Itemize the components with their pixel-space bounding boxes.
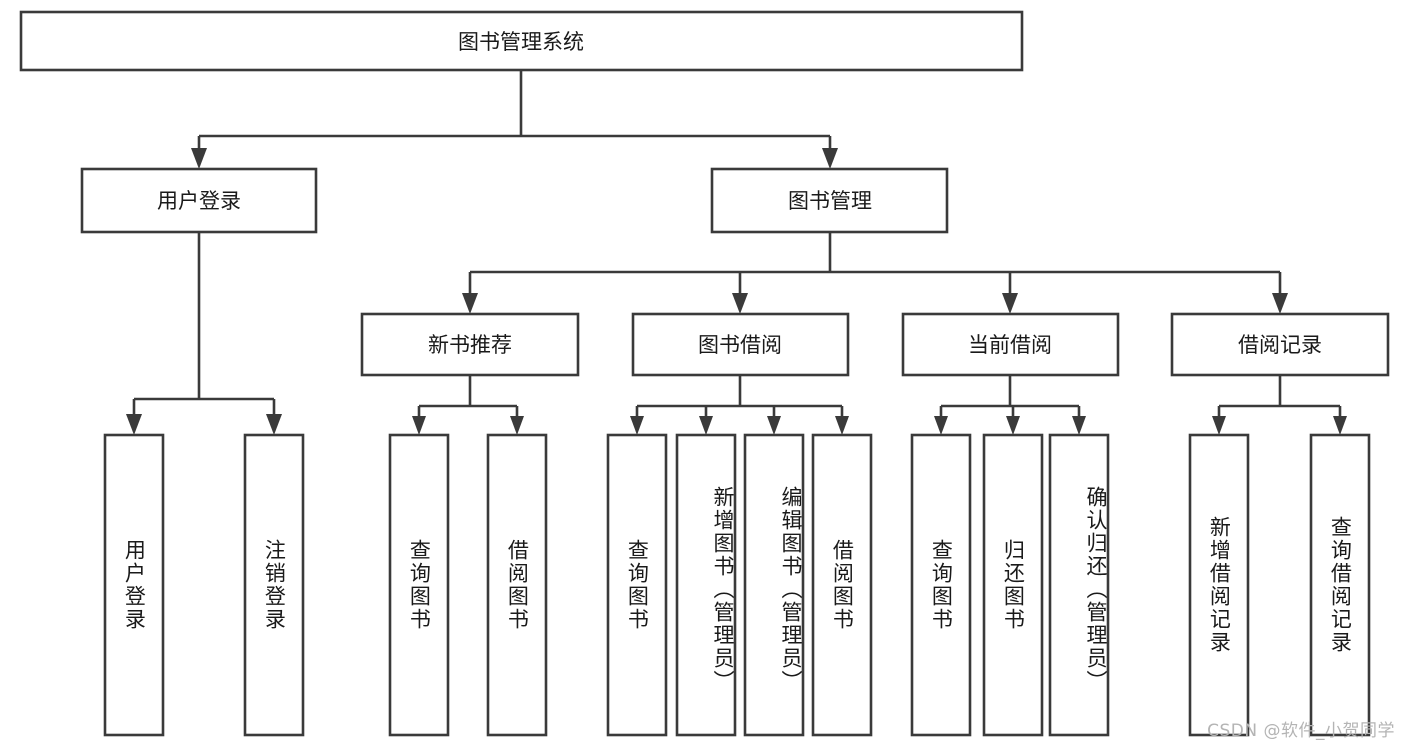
connector-root-to-level2 <box>197 70 832 158</box>
arrowhead-to-leaf-query-book-borrow <box>630 416 644 435</box>
arrowhead-to-borrow-record <box>1272 293 1288 314</box>
arrowhead-to-leaf-edit-book <box>767 416 781 435</box>
leaf-confirm-return-box[interactable] <box>1048 433 1110 737</box>
csdn-watermark: CSDN @软件_小贺同学 <box>1207 721 1395 741</box>
leaf-add-book-box[interactable] <box>675 433 737 737</box>
arrowhead-to-leaf-return-book <box>1006 416 1020 435</box>
arrowhead-to-leaf-confirm-return <box>1072 416 1086 435</box>
leaf-borrow-book-box[interactable] <box>811 433 873 737</box>
node-new-book-recommend-label: 新书推荐 <box>428 333 512 357</box>
arrowhead-to-leaf-add-borrow-record <box>1212 416 1226 435</box>
connector-borrow-record-to-leaves <box>1217 375 1342 424</box>
arrowhead-to-leaf-borrow-book-rec <box>510 416 524 435</box>
connector-book-manage-to-level3 <box>468 232 1282 303</box>
node-borrow-record-label: 借阅记录 <box>1238 333 1322 357</box>
node-root[interactable]: 图书管理系统 <box>19 10 1024 72</box>
arrowhead-to-leaf-add-book <box>699 416 713 435</box>
leaf-borrow-book-rec-box[interactable] <box>486 433 548 737</box>
node-current-borrow[interactable]: 当前借阅 <box>901 312 1120 377</box>
leaf-query-book-rec-box[interactable] <box>388 433 450 737</box>
leaf-query-book-borrow-box[interactable] <box>606 433 668 737</box>
connector-layer <box>126 70 1347 435</box>
leaf-edit-book-box[interactable] <box>743 433 805 737</box>
connector-user-login-to-leaves <box>132 232 276 424</box>
connector-current-borrow-to-leaves <box>939 375 1081 424</box>
arrowhead-to-leaf-query-borrow-record <box>1333 416 1347 435</box>
leaf-query-book-cur-box[interactable] <box>910 433 972 737</box>
leaf-return-book-box[interactable] <box>982 433 1044 737</box>
arrowhead-to-book-manage <box>822 148 838 169</box>
node-book-borrow-box[interactable] <box>631 312 850 377</box>
arrowhead-to-user-login <box>191 148 207 169</box>
arrowhead-to-leaf-user-logout <box>266 414 282 435</box>
connector-new-book-recommend-to-leaves <box>417 375 519 424</box>
leaf-node-layer <box>103 433 1371 737</box>
node-user-login-label: 用户登录 <box>157 189 241 213</box>
node-current-borrow-label: 当前借阅 <box>968 333 1052 357</box>
arrowhead-to-leaf-query-book-rec <box>412 416 426 435</box>
arrowhead-to-leaf-query-book-cur <box>934 416 948 435</box>
node-book-borrow-label: 图书借阅 <box>698 333 782 357</box>
node-borrow-record-box[interactable] <box>1170 312 1390 377</box>
leaf-user-login-box[interactable] <box>103 433 165 737</box>
leaf-add-borrow-record-box[interactable] <box>1188 433 1250 737</box>
node-book-manage-box[interactable] <box>710 167 949 234</box>
node-current-borrow-box[interactable] <box>901 312 1120 377</box>
arrowhead-to-leaf-user-login <box>126 414 142 435</box>
connector-book-borrow-to-leaves <box>635 375 844 424</box>
node-new-book-recommend[interactable]: 新书推荐 <box>360 312 580 377</box>
node-book-manage-label: 图书管理 <box>788 189 872 213</box>
node-user-login-box[interactable] <box>80 167 318 234</box>
arrowhead-to-book-borrow <box>732 293 748 314</box>
node-borrow-record[interactable]: 借阅记录 <box>1170 312 1390 377</box>
node-book-manage[interactable]: 图书管理 <box>710 167 949 234</box>
leaf-user-logout-box[interactable] <box>243 433 305 737</box>
node-root-box[interactable] <box>19 10 1024 72</box>
node-new-book-recommend-box[interactable] <box>360 312 580 377</box>
node-root-label: 图书管理系统 <box>458 30 584 54</box>
arrowhead-to-leaf-borrow-book <box>835 416 849 435</box>
leaf-query-borrow-record-box[interactable] <box>1309 433 1371 737</box>
node-book-borrow[interactable]: 图书借阅 <box>631 312 850 377</box>
node-user-login[interactable]: 用户登录 <box>80 167 318 234</box>
arrowhead-to-new-book-recommend <box>462 293 478 314</box>
arrowhead-to-current-borrow <box>1002 293 1018 314</box>
